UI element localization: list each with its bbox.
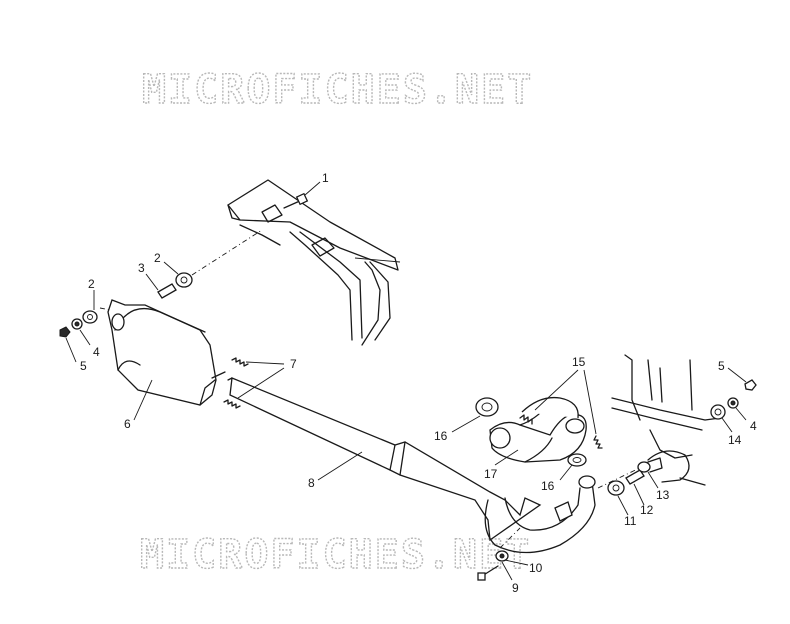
callout-4-right: 4: [750, 419, 757, 433]
spacer-part-12: [625, 469, 645, 485]
washer-part-10: [495, 550, 509, 562]
callout-11: 11: [624, 514, 637, 528]
grommet-part-14: [710, 404, 726, 420]
callout-13: 13: [656, 488, 670, 502]
gasket-part-16-lower: [567, 453, 587, 467]
watermark-bottom: MICROFICHES.NET: [140, 532, 531, 578]
grommet-part-2-upper: [175, 272, 193, 288]
callout-3: 3: [138, 261, 145, 275]
callout-4-left: 4: [93, 345, 100, 359]
spring-part-7-upper: [231, 357, 249, 367]
callout-10: 10: [529, 561, 543, 575]
watermark-top: MICROFICHES.NET: [142, 67, 533, 113]
grommet-part-2-left: [82, 310, 98, 324]
bolt-part-1: [283, 192, 309, 209]
callout-16-lower: 16: [541, 479, 555, 493]
spacer-part-3: [157, 283, 177, 299]
callout-6: 6: [124, 417, 131, 431]
callout-leaders: [65, 181, 747, 581]
callout-9: 9: [512, 581, 519, 595]
callout-14: 14: [728, 433, 742, 447]
muffler-part-6: [107, 299, 226, 406]
right-frame-bracket: [611, 354, 721, 486]
callout-16-upper: 16: [434, 429, 448, 443]
spring-part-7-lower: [223, 399, 241, 409]
callout-12: 12: [640, 503, 654, 517]
bolt-part-9: [477, 565, 499, 581]
callout-5-left: 5: [80, 359, 87, 373]
spring-part-15-left: [519, 414, 533, 425]
upper-frame-bracket: [227, 179, 401, 346]
callout-7: 7: [290, 357, 297, 371]
grommet-part-11: [607, 480, 625, 496]
callout-5-right: 5: [718, 359, 725, 373]
callout-1: 1: [322, 171, 329, 185]
callout-8: 8: [308, 476, 315, 490]
washer-part-4-right: [727, 397, 739, 409]
gasket-part-16-upper: [475, 397, 499, 417]
callout-15: 15: [572, 355, 586, 369]
nut-part-5-left: [59, 326, 71, 338]
callout-2-upper: 2: [154, 251, 161, 265]
washer-part-4-left: [71, 318, 83, 330]
callout-17: 17: [484, 467, 498, 481]
spring-part-15-right: [593, 435, 603, 449]
y-pipe-part-17: [489, 396, 587, 463]
callout-2-left: 2: [88, 277, 95, 291]
exhaust-pipe-part-8: [229, 377, 596, 554]
grommet-part-13: [637, 457, 663, 473]
nut-part-5-right: [744, 379, 757, 391]
